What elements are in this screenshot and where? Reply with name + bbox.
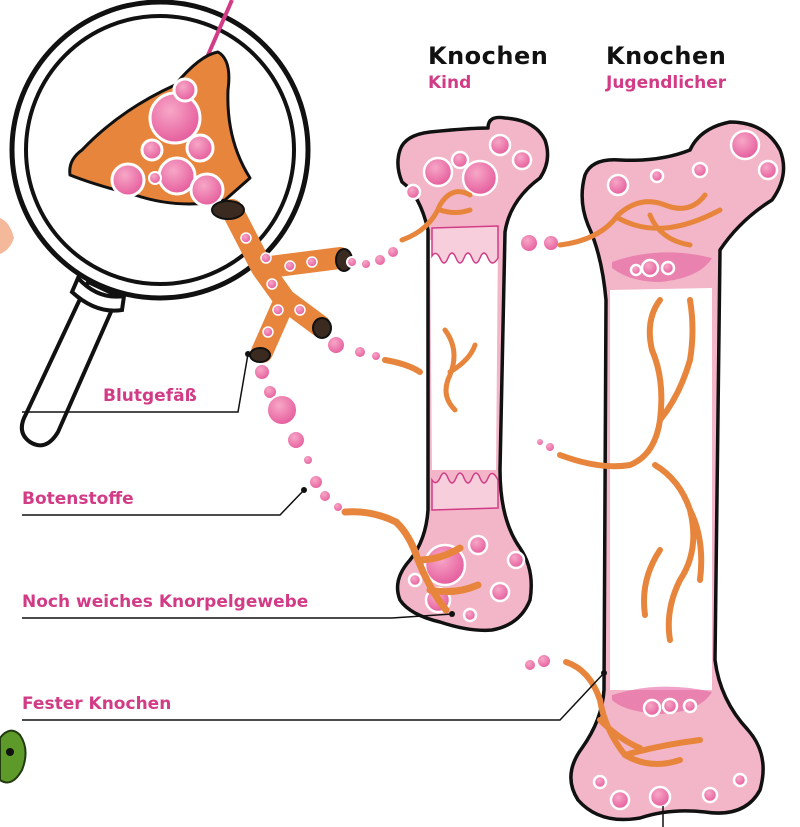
header-teen-bone: Knochen Jugendlicher <box>606 44 726 92</box>
label-solid-bone: Fester Knochen <box>22 696 171 713</box>
leader-lines <box>22 354 663 827</box>
column-subtitle-teen: Jugendlicher <box>606 75 726 92</box>
header-child-bone: Knochen Kind <box>428 44 548 92</box>
label-blood-vessel: Blutgefäß <box>103 388 197 405</box>
label-messengers: Botenstoffe <box>22 491 134 508</box>
child-bone <box>345 117 548 630</box>
column-title-teen: Knochen <box>606 44 726 68</box>
label-cartilage: Noch weiches Knorpelgewebe <box>22 594 308 611</box>
teen-bone <box>560 122 784 820</box>
column-subtitle-child: Kind <box>428 75 548 92</box>
column-title-child: Knochen <box>428 44 548 68</box>
